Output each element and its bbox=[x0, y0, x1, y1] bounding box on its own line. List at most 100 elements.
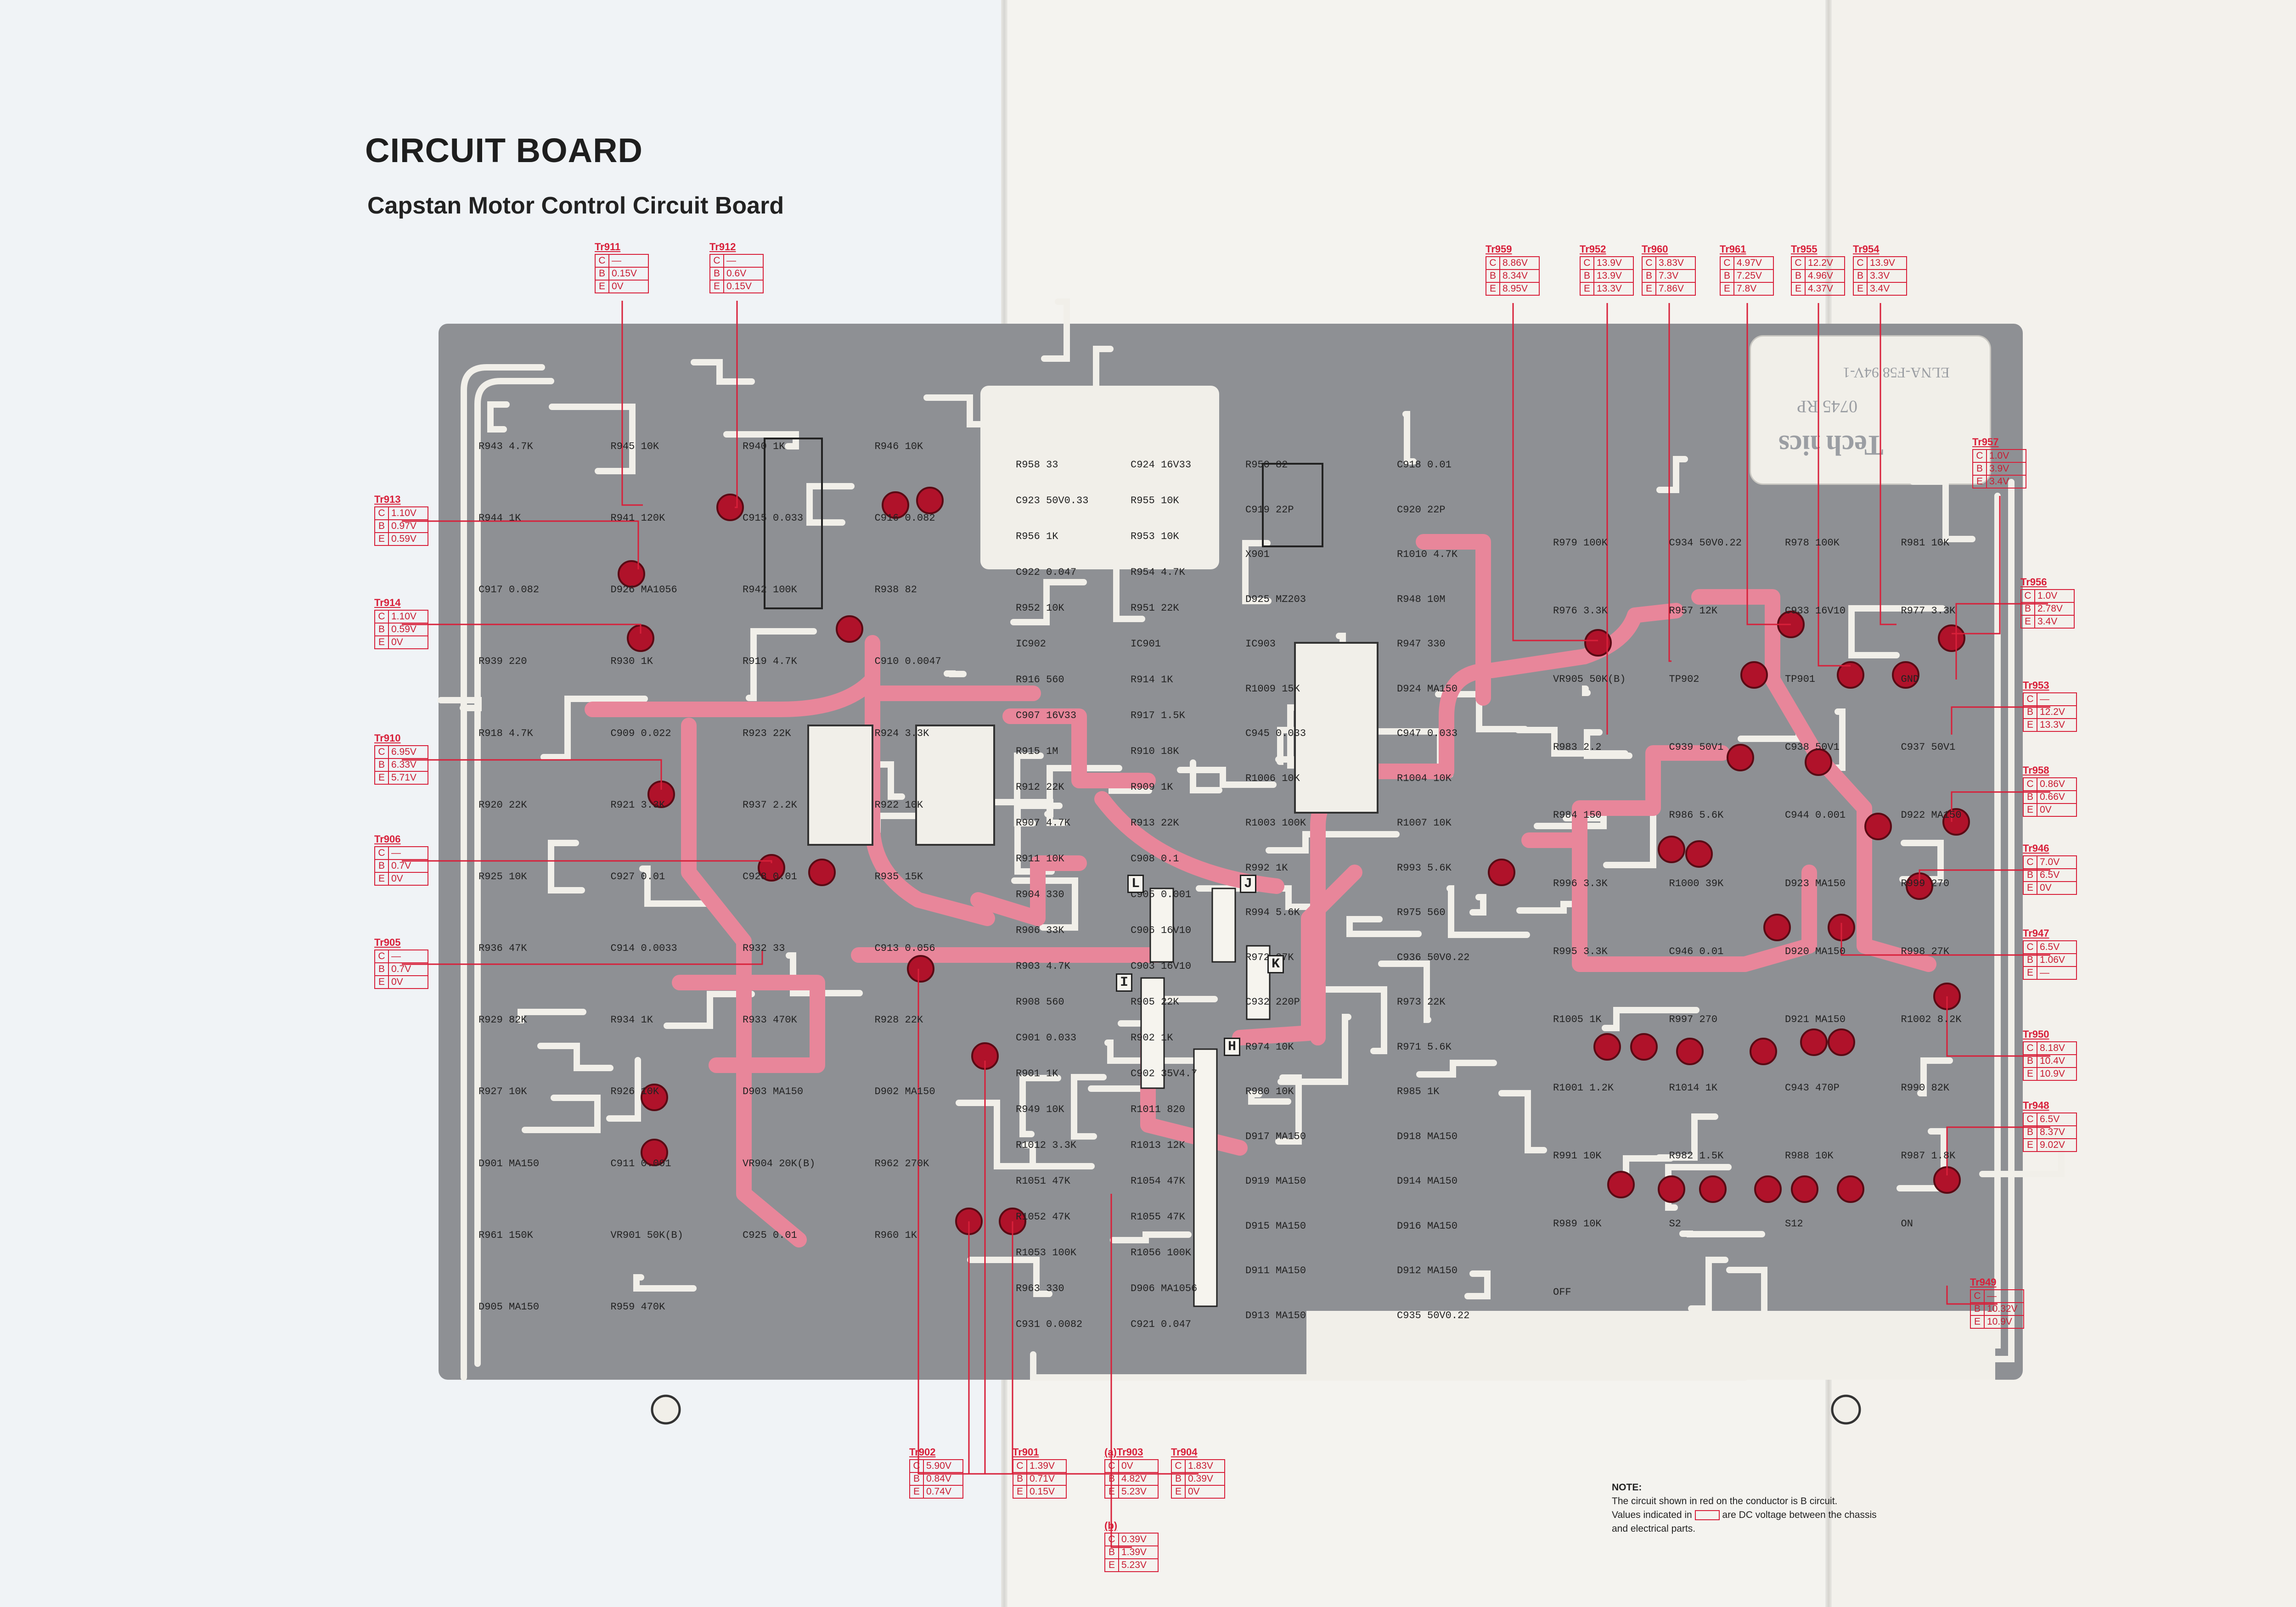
component-label: R960 1K bbox=[874, 1229, 917, 1241]
emitter-voltage: 0.59V bbox=[388, 532, 428, 546]
mounting-hole bbox=[651, 1394, 681, 1425]
trace bbox=[1952, 496, 2001, 635]
trace bbox=[540, 696, 648, 760]
component-label: C939 50V1 bbox=[1669, 742, 1724, 753]
component-label: IC903 bbox=[1245, 638, 1276, 650]
transistor-body bbox=[1630, 1033, 1658, 1061]
component-label: C916 0.082 bbox=[874, 512, 935, 524]
transistor-body bbox=[1658, 836, 1685, 863]
collector-voltage: 1.10V bbox=[388, 506, 428, 520]
component-label: R979 100K bbox=[1553, 537, 1608, 549]
trace bbox=[1738, 730, 1803, 742]
emitter-voltage: 0V bbox=[388, 975, 428, 989]
component-label: R909 1K bbox=[1131, 781, 1173, 793]
emitter-key: E bbox=[1104, 1485, 1119, 1499]
trace bbox=[1446, 885, 1530, 938]
collector-voltage: 5.90V bbox=[923, 1459, 963, 1473]
component-label: R945 10K bbox=[610, 441, 659, 452]
transistor-body bbox=[1837, 661, 1864, 689]
component-label: R994 5.6K bbox=[1245, 907, 1300, 918]
trace bbox=[1346, 916, 1422, 937]
component-label: D925 MZ203 bbox=[1245, 593, 1306, 605]
transistor-body bbox=[1805, 748, 1832, 776]
base-key: B bbox=[1970, 1302, 1985, 1316]
trace bbox=[1521, 493, 2001, 1349]
emitter-key: E bbox=[1104, 1558, 1119, 1572]
transistor-name: Tr953 bbox=[2023, 680, 2049, 691]
component-label: C928 0.01 bbox=[743, 871, 797, 882]
trace bbox=[402, 860, 772, 863]
component-label: C925 0.01 bbox=[743, 1229, 797, 1241]
trace bbox=[1275, 1074, 1302, 1145]
trace bbox=[1602, 1007, 1699, 1031]
component-label: R974 10K bbox=[1245, 1041, 1294, 1053]
trace bbox=[474, 378, 554, 1367]
base-key: B bbox=[1972, 462, 1987, 476]
component-label: ON bbox=[1901, 1218, 1913, 1230]
transistor-body bbox=[641, 1084, 668, 1111]
base-key: B bbox=[2020, 602, 2035, 616]
component-label: D923 MA150 bbox=[1785, 877, 1846, 889]
base-key: B bbox=[595, 267, 609, 281]
trace bbox=[1804, 416, 1873, 474]
component-label: VR904 20K(B) bbox=[743, 1157, 816, 1169]
component-label: R989 10K bbox=[1553, 1218, 1602, 1230]
component-label: D901 MA150 bbox=[478, 1157, 540, 1169]
base-key: B bbox=[1104, 1545, 1119, 1559]
transistor-name: Tr952 bbox=[1580, 243, 1606, 255]
trace bbox=[549, 404, 636, 474]
transistor-body bbox=[618, 560, 645, 588]
component-label: R1011 820 bbox=[1131, 1104, 1185, 1115]
base-key: B bbox=[1171, 1472, 1186, 1486]
transistor-name: Tr912 bbox=[709, 241, 736, 253]
transistor-name: Tr954 bbox=[1853, 243, 1880, 255]
connector-letter: I bbox=[1116, 973, 1133, 992]
emitter-key: E bbox=[1171, 1485, 1186, 1499]
base-voltage: 0.97V bbox=[388, 519, 428, 533]
base-key: B bbox=[1104, 1472, 1119, 1486]
component-label: R1006 10K bbox=[1245, 772, 1300, 784]
connector-letter: J bbox=[1240, 875, 1257, 893]
base-key: B bbox=[709, 267, 724, 281]
trace bbox=[1002, 708, 1156, 788]
trace bbox=[1617, 1155, 1674, 1177]
base-voltage: 10.4V bbox=[2037, 1054, 2077, 1068]
component-label: R1052 47K bbox=[1016, 1211, 1070, 1223]
component-label: R929 82K bbox=[478, 1014, 527, 1026]
base-key: B bbox=[1013, 1472, 1027, 1486]
component-label: D906 MA1056 bbox=[1131, 1283, 1198, 1294]
trace bbox=[1946, 1126, 2050, 1175]
component-label: R1051 47K bbox=[1016, 1175, 1070, 1187]
component-label: C911 0.001 bbox=[610, 1157, 671, 1169]
base-key: B bbox=[1853, 269, 1868, 283]
emitter-key: E bbox=[1853, 282, 1868, 296]
base-voltage: 12.2V bbox=[2037, 705, 2077, 719]
base-voltage: 0.7V bbox=[388, 962, 428, 976]
collector-voltage: 6.5V bbox=[2037, 1113, 2077, 1126]
component-label: R999 270 bbox=[1901, 877, 1950, 889]
emitter-voltage: 0V bbox=[1185, 1485, 1225, 1499]
collector-key: C bbox=[595, 254, 609, 268]
component-label: R958 33 bbox=[1016, 459, 1058, 471]
transistor-body bbox=[1892, 661, 1919, 689]
component-label: C920 22P bbox=[1397, 504, 1446, 516]
component-label: R1013 12K bbox=[1131, 1140, 1185, 1151]
base-voltage: 6.5V bbox=[2037, 868, 2077, 882]
component-label: R1012 3.3K bbox=[1016, 1140, 1077, 1151]
transistor-body bbox=[1754, 1175, 1782, 1203]
